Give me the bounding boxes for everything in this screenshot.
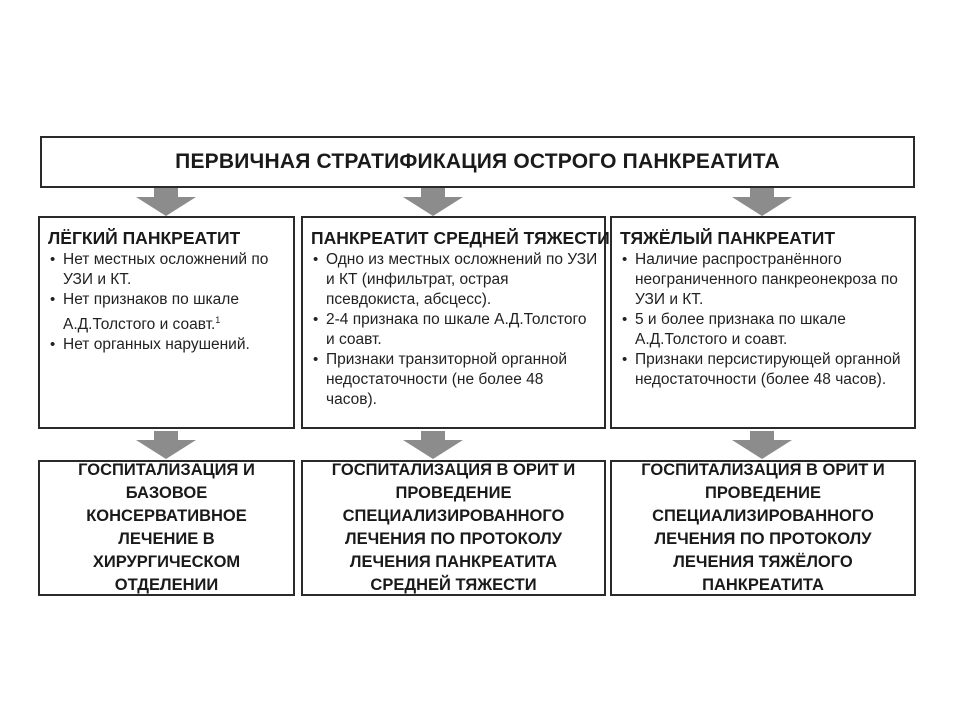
criteria-list: Одно из местных осложнений по УЗИ и КТ (… [311,250,598,410]
treatment-text: ГОСПИТАЛИЗАЦИЯ И БАЗОВОЕ КОНСЕРВАТИВНОЕ … [78,461,255,594]
arrow-down-icon [403,188,463,216]
list-item: Признаки персистирующей органной недоста… [620,350,908,390]
arrow-down-icon [403,431,463,459]
arrow-down-icon [136,188,196,216]
list-item: Нет органных нарушений. [48,335,287,355]
list-item-text: Нет местных осложнений по УЗИ и КТ. [63,251,269,288]
mild-pancreatitis-box: ЛЁГКИЙ ПАНКРЕАТИТ Нет местных осложнений… [38,216,295,429]
criteria-list: Наличие распространённого неограниченног… [620,250,908,390]
column-heading: ПАНКРЕАТИТ СРЕДНЕЙ ТЯЖЕСТИ [311,228,610,248]
arrow-down-icon [732,431,792,459]
stratification-title: ПЕРВИЧНАЯ СТРАТИФИКАЦИЯ ОСТРОГО ПАНКРЕАТ… [40,136,915,188]
list-item: 2-4 признака по шкале А.Д.Толстого и соа… [311,310,598,350]
severe-pancreatitis-box: ТЯЖЁЛЫЙ ПАНКРЕАТИТ Наличие распространён… [610,216,916,429]
treatment-text: ГОСПИТАЛИЗАЦИЯ В ОРИТ И ПРОВЕДЕНИЕ СПЕЦИ… [641,461,885,594]
list-item-text: Наличие распространённого неограниченног… [635,251,898,308]
arrow-down-icon [136,431,196,459]
list-item-text: 5 и более признака по шкале А.Д.Толстого… [635,311,846,348]
list-item: Одно из местных осложнений по УЗИ и КТ (… [311,250,598,310]
list-item: Нет местных осложнений по УЗИ и КТ. [48,250,287,290]
moderate-treatment-box: ГОСПИТАЛИЗАЦИЯ В ОРИТ И ПРОВЕДЕНИЕ СПЕЦИ… [301,460,606,596]
moderate-pancreatitis-box: ПАНКРЕАТИТ СРЕДНЕЙ ТЯЖЕСТИ Одно из местн… [301,216,610,429]
footnote-mark: 1 [215,315,221,325]
list-item: Признаки транзиторной органной недостато… [311,350,598,410]
treatment-text: ГОСПИТАЛИЗАЦИЯ В ОРИТ И ПРОВЕДЕНИЕ СПЕЦИ… [331,461,576,594]
severe-treatment-box: ГОСПИТАЛИЗАЦИЯ В ОРИТ И ПРОВЕДЕНИЕ СПЕЦИ… [610,460,916,596]
list-item-text: Нет признаков по шкале А.Д.Толстого и со… [63,291,239,334]
list-item-text: Одно из местных осложнений по УЗИ и КТ (… [326,251,598,308]
arrow-down-icon [732,188,792,216]
list-item: 5 и более признака по шкале А.Д.Толстого… [620,310,908,350]
mild-treatment-box: ГОСПИТАЛИЗАЦИЯ И БАЗОВОЕ КОНСЕРВАТИВНОЕ … [38,460,295,596]
list-item-text: Признаки транзиторной органной недостато… [326,351,567,408]
list-item: Наличие распространённого неограниченног… [620,250,908,310]
list-item-text: 2-4 признака по шкале А.Д.Толстого и соа… [326,311,587,348]
list-item: Нет признаков по шкале А.Д.Толстого и со… [48,290,287,335]
list-item-text: Нет органных нарушений. [63,336,250,354]
column-heading: ТЯЖЁЛЫЙ ПАНКРЕАТИТ [620,228,836,248]
column-heading: ЛЁГКИЙ ПАНКРЕАТИТ [48,228,241,248]
criteria-list: Нет местных осложнений по УЗИ и КТ. Нет … [48,250,287,355]
list-item-text: Признаки персистирующей органной недоста… [635,351,901,388]
